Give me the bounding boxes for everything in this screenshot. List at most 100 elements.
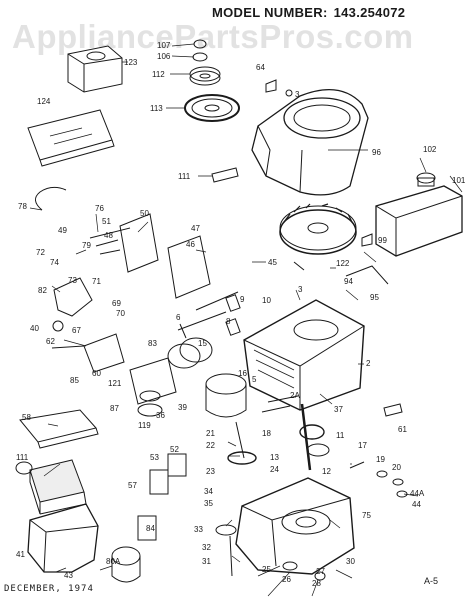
part-67-bracket bbox=[53, 277, 93, 317]
part-84-plate bbox=[137, 515, 157, 541]
callout-label: 20 bbox=[392, 463, 401, 472]
part-17-bolt bbox=[349, 461, 365, 469]
callout-label: 17 bbox=[358, 441, 367, 450]
callout-label: 95 bbox=[370, 293, 379, 302]
callout-label: 39 bbox=[178, 403, 187, 412]
callout-label: 111 bbox=[178, 172, 191, 181]
part-40-knob bbox=[52, 320, 64, 332]
callout-label: 2A bbox=[290, 391, 300, 400]
callout-label: 21 bbox=[206, 429, 215, 438]
part-99-clip bbox=[361, 233, 373, 247]
callout-label: 119 bbox=[138, 421, 151, 430]
part-linkage-rods bbox=[89, 227, 131, 255]
callout-label: 2 bbox=[366, 359, 371, 368]
callout-label: 47 bbox=[191, 224, 200, 233]
callout-label: 123 bbox=[124, 58, 138, 67]
callout-label: 31 bbox=[202, 557, 211, 566]
callout-label: 32 bbox=[202, 543, 211, 552]
model-number-heading: MODEL NUMBER:143.254072 bbox=[212, 5, 405, 20]
callout-label: 70 bbox=[116, 309, 125, 318]
part-13-crankshaft bbox=[299, 403, 330, 471]
callout-label: 76 bbox=[95, 204, 104, 213]
callout-label: 78 bbox=[18, 202, 27, 211]
callout-label: 52 bbox=[170, 445, 179, 454]
part-23-cam-gear bbox=[227, 421, 257, 465]
callout-label: 18 bbox=[262, 429, 271, 438]
footer-date: DECEMBER, 1974 bbox=[4, 584, 94, 594]
callout-labels: 107 106 123 112 64 3 124 113 96 102 101 … bbox=[16, 41, 466, 588]
part-61-tag bbox=[383, 403, 403, 417]
callout-label: 16 bbox=[238, 369, 247, 378]
part-47-plate bbox=[119, 213, 159, 273]
callout-label: 44A bbox=[410, 489, 425, 498]
callout-label: 24 bbox=[270, 465, 279, 474]
part-20-washer bbox=[392, 478, 404, 486]
callout-label: 12 bbox=[322, 467, 331, 476]
callout-label: 101 bbox=[452, 176, 466, 185]
part-18-rod bbox=[261, 395, 299, 413]
part-121-carburetor bbox=[129, 357, 177, 417]
part-valve-stem bbox=[195, 291, 239, 311]
part-16-piston bbox=[205, 373, 247, 418]
callout-label: 62 bbox=[46, 337, 55, 346]
part-122-flywheel bbox=[279, 203, 357, 255]
part-52-plate bbox=[167, 453, 187, 477]
part-96-blower-housing bbox=[251, 89, 369, 196]
part-33-governor bbox=[215, 524, 237, 577]
callout-label: 64 bbox=[256, 63, 265, 72]
part-26-seal bbox=[282, 561, 298, 571]
callout-label: 28 bbox=[312, 579, 321, 588]
callout-label: 25 bbox=[262, 565, 271, 574]
callout-label: 37 bbox=[334, 405, 343, 414]
callout-label: 80A bbox=[106, 557, 121, 566]
part-112-pulley bbox=[189, 66, 221, 86]
page-identifier: A-5 bbox=[424, 576, 439, 586]
callout-label: 51 bbox=[102, 217, 111, 226]
part-air-cleaner-cover bbox=[67, 45, 123, 93]
callout-label: 3 bbox=[295, 90, 300, 99]
callout-label: 9 bbox=[240, 295, 245, 304]
part-107-nut bbox=[193, 39, 207, 49]
callout-label: 19 bbox=[376, 455, 385, 464]
model-number-label: MODEL NUMBER: bbox=[212, 5, 328, 20]
callout-label: 36 bbox=[156, 411, 165, 420]
callout-label: 15 bbox=[198, 339, 207, 348]
callout-label: 35 bbox=[204, 499, 213, 508]
callout-label: 48 bbox=[104, 231, 113, 240]
part-15-air-cleaner-base bbox=[167, 337, 213, 369]
callout-label: 60 bbox=[92, 369, 101, 378]
part-94-lever bbox=[345, 265, 389, 285]
part-46-gasket bbox=[167, 235, 211, 299]
part-44-plug bbox=[396, 490, 408, 498]
callout-label: 58 bbox=[22, 413, 31, 422]
callout-label: 72 bbox=[36, 248, 45, 257]
callout-label: 124 bbox=[37, 97, 51, 106]
callout-label: 33 bbox=[194, 525, 203, 534]
part-19-nut bbox=[376, 470, 388, 478]
part-111-knob bbox=[15, 461, 33, 475]
part-78-wire bbox=[35, 186, 67, 211]
callout-label: 61 bbox=[398, 425, 407, 434]
part-45-screw bbox=[293, 261, 305, 271]
part-64-bracket bbox=[265, 79, 277, 93]
callout-label: 49 bbox=[58, 226, 67, 235]
callout-label: 102 bbox=[423, 145, 437, 154]
callout-label: 50 bbox=[140, 209, 149, 218]
part-3-screw bbox=[285, 89, 293, 97]
callout-label: 73 bbox=[68, 276, 77, 285]
callout-label: 53 bbox=[150, 453, 159, 462]
part-6-valve bbox=[177, 311, 227, 339]
callout-label: 27 bbox=[316, 567, 325, 576]
part-53-plate bbox=[149, 469, 169, 495]
part-8-spring-2 bbox=[225, 318, 241, 336]
part-83-foam-filter bbox=[29, 459, 87, 515]
part-60-bracket bbox=[83, 333, 125, 373]
callout-label: 79 bbox=[82, 241, 91, 250]
callout-label: 122 bbox=[336, 259, 350, 268]
part-62-screw bbox=[51, 345, 85, 349]
callout-label: 94 bbox=[344, 277, 353, 286]
callout-label: 106 bbox=[157, 52, 171, 61]
callout-label: 67 bbox=[72, 326, 81, 335]
callout-label: 107 bbox=[157, 41, 171, 50]
